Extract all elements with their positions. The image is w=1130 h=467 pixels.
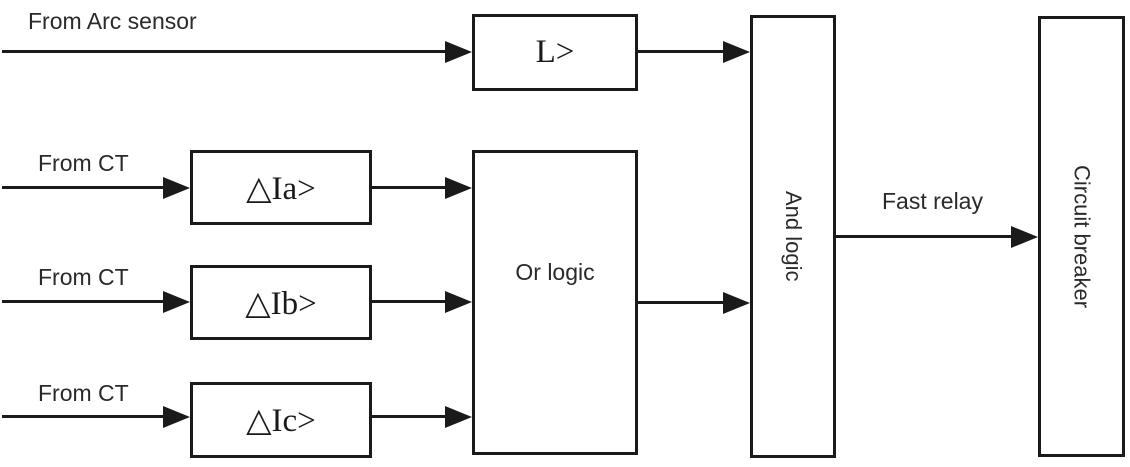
block-and-logic-label: And logic	[781, 191, 806, 282]
block-light-detector: L>	[472, 14, 638, 91]
light-to-and-line	[636, 50, 726, 53]
block-delta-ic-label: △Ic>	[246, 403, 316, 439]
or-to-and-line	[636, 301, 726, 304]
ct-c-arrowhead-icon	[163, 406, 190, 428]
label-from-arc-sensor: From Arc sensor	[28, 8, 197, 34]
block-circuit-breaker: Circuit breaker	[1038, 16, 1125, 457]
ia-to-or-line	[370, 186, 448, 189]
block-and-logic: And logic	[750, 15, 836, 458]
ct-a-line	[2, 186, 166, 189]
block-or-logic: Or logic	[472, 150, 638, 455]
arc-sensor-line	[2, 50, 448, 53]
label-fast-relay: Fast relay	[882, 188, 983, 214]
and-to-breaker-arrowhead-icon	[1011, 226, 1038, 248]
label-from-ct-a: From CT	[38, 150, 129, 176]
block-delta-ib: △Ib>	[190, 265, 372, 340]
light-to-and-arrowhead-icon	[723, 41, 750, 63]
ib-to-or-line	[370, 300, 448, 303]
ia-to-or-arrowhead-icon	[445, 177, 472, 199]
ct-c-line	[2, 415, 166, 418]
ic-to-or-arrowhead-icon	[445, 406, 472, 428]
block-or-logic-label: Or logic	[515, 259, 595, 285]
block-light-detector-label: L>	[535, 34, 575, 70]
ct-a-arrowhead-icon	[163, 177, 190, 199]
label-from-ct-b: From CT	[38, 264, 129, 290]
block-delta-ia-label: △Ia>	[246, 170, 316, 207]
block-delta-ib-label: △Ib>	[245, 285, 317, 322]
ib-to-or-arrowhead-icon	[445, 291, 472, 313]
block-delta-ic: △Ic>	[190, 382, 372, 458]
block-circuit-breaker-label: Circuit breaker	[1069, 164, 1095, 309]
or-to-and-arrowhead-icon	[723, 292, 750, 314]
ic-to-or-line	[370, 415, 448, 418]
label-from-ct-c: From CT	[38, 380, 129, 406]
and-to-breaker-line	[834, 235, 1014, 238]
ct-b-arrowhead-icon	[163, 291, 190, 313]
arc-sensor-arrowhead-icon	[445, 41, 472, 63]
block-delta-ia: △Ia>	[190, 150, 372, 225]
ct-b-line	[2, 300, 166, 303]
